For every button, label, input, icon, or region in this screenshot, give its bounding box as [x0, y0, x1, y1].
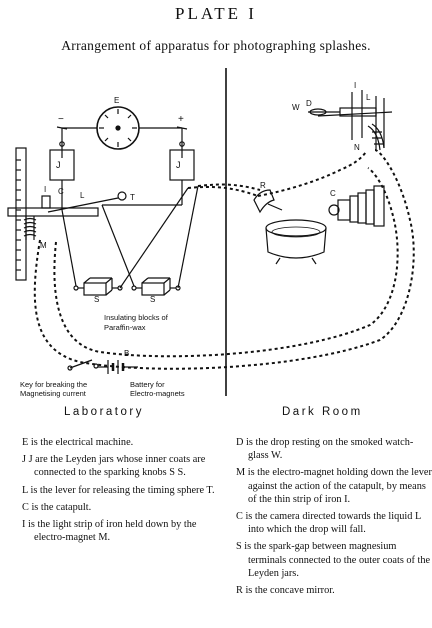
label-I-dark: I: [354, 81, 356, 90]
label-minus: −: [58, 114, 64, 125]
legend-item: I is the light strip of iron held down b…: [22, 519, 197, 544]
legend-item: D is the drop resting on the smoked watc…: [236, 437, 414, 462]
key-switch: [67, 359, 99, 371]
electro-magnet-coil: [23, 217, 37, 237]
label-I: I: [44, 185, 46, 194]
key-label-1: Key for breaking the: [20, 380, 87, 389]
label-M: M: [40, 241, 47, 250]
label-plus: +: [178, 114, 184, 125]
legend-item: R is the concave mirror.: [236, 585, 335, 597]
label-L-dark: L: [366, 93, 371, 102]
concave-mirror: [253, 189, 283, 214]
stand-with-scale: [15, 147, 27, 281]
catapult: [7, 207, 99, 217]
label-W: W: [292, 103, 300, 112]
leyden-jar-right: [169, 141, 195, 181]
label-R: R: [260, 181, 266, 190]
insulating-label-2: Paraffin-wax: [104, 323, 146, 332]
room-label-dark-room: Dark Room: [282, 406, 363, 418]
label-C: C: [58, 187, 64, 196]
legend-item: M is the electro-magnet holding down the…: [236, 467, 432, 505]
insulating-label-1: Insulating blocks of: [104, 313, 169, 322]
battery-label-2: Electro-magnets: [130, 389, 185, 398]
label-E: E: [114, 96, 119, 105]
label-L: L: [80, 191, 85, 200]
timing-sphere: [117, 191, 127, 201]
legend-left: E is the electrical machine. J J are the…: [22, 436, 216, 548]
plate-subtitle: Arrangement of apparatus for photographi…: [61, 38, 371, 53]
label-B: B: [124, 349, 129, 358]
key-label-2: Magnetising current: [20, 389, 87, 398]
electrical-machine-dial: [96, 106, 140, 150]
camera-bellows: [328, 185, 385, 227]
legend-item: C is the camera directed towards the liq…: [236, 511, 421, 536]
leyden-jar-left: [49, 141, 75, 181]
label-J-right: J: [176, 160, 181, 170]
legend-item: J J are the Leyden jars whose inner coat…: [22, 454, 206, 479]
legend-item: S is the spark-gap between magnesium ter…: [236, 541, 431, 579]
insulating-block-left: [73, 277, 123, 296]
label-T: T: [130, 193, 135, 202]
legend-right: D is the drop resting on the smoked watc…: [236, 436, 432, 601]
liquid-dish: [265, 219, 327, 265]
insulating-block-right: [131, 277, 181, 296]
label-D: D: [306, 99, 312, 108]
legend-item: C is the catapult.: [22, 501, 92, 513]
drop-stand: [308, 90, 393, 151]
battery: [98, 360, 138, 374]
room-label-laboratory: Laboratory: [64, 406, 144, 418]
legend-item: E is the electrical machine.: [22, 437, 134, 448]
legend-item: L is the lever for releasing the timing …: [22, 484, 215, 496]
magnet-circuit-cable: [33, 149, 415, 370]
label-J-left: J: [56, 160, 61, 170]
label-C-camera: C: [330, 189, 336, 198]
apparatus-diagram: E − + J J I C L T M S S B R C W D I L N …: [7, 68, 415, 398]
label-N: N: [354, 143, 360, 152]
plate-title: PLATE I: [175, 4, 257, 23]
label-S-left: S: [94, 295, 99, 304]
label-S-right: S: [150, 295, 155, 304]
battery-label-1: Battery for: [130, 380, 165, 389]
